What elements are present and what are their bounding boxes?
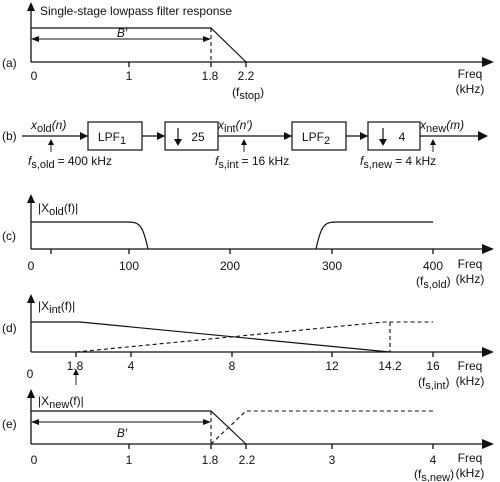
panel-e-x-arrow-icon	[482, 439, 494, 449]
lpf2-block	[291, 121, 347, 151]
panel-c-tick-label-0: 0	[28, 259, 35, 273]
panel-e-tick-label-4: 4	[430, 453, 437, 467]
panel-c-y-arrow-icon	[27, 194, 35, 203]
panel-a-fstop-label: (fstop)	[232, 85, 264, 102]
panel-e-y-arrow-icon	[27, 389, 35, 398]
lpf1-label: LPF1	[98, 130, 126, 147]
panel-c-x-arrow-icon	[482, 244, 494, 254]
panel-a-tick-label-1: 1	[126, 69, 133, 83]
panel-d-spectrum-baseband	[31, 321, 391, 353]
panel-d-tag: (d)	[2, 321, 17, 335]
x-int-label: xint(n′)	[217, 118, 253, 135]
panel-a-bandwidth-arrow-right-icon	[203, 36, 211, 42]
panel-a-tag: (a)	[2, 56, 17, 70]
x-old-label: xold(n)	[30, 118, 66, 135]
panel-e-bandwidth-arrow-left-icon	[31, 419, 39, 425]
decimate-4-block	[367, 121, 421, 151]
panel-a-x-arrow-icon	[482, 57, 494, 67]
arrow-into-lpf2-icon	[284, 132, 292, 140]
panel-e-bandwidth-arrow-right-icon	[203, 419, 211, 425]
panel-d-tick-label-4: 4	[128, 359, 135, 373]
panel-c-tick-label-300: 300	[322, 259, 342, 273]
panel-e-tick-label-3: 3	[329, 453, 336, 467]
panel-c-magnitude-label: |Xold(f)|	[38, 201, 78, 218]
panel-a-y-arrow-icon	[27, 2, 35, 11]
panel-d-tick-label-16: 16	[426, 359, 440, 373]
panel-d-axis-label-freq: Freq	[458, 359, 483, 373]
panel-d-pointer-1-8-icon	[73, 369, 79, 375]
panel-e-spectrum-baseband	[31, 410, 247, 445]
panel-d-x-arrow-icon	[482, 347, 494, 357]
panel-e: (e) |Xnew(f)| B′ 0 1 1.8 2.2 3 4 (fs,new…	[2, 389, 494, 482]
panel-e-axis-label-freq: Freq	[458, 451, 483, 465]
arrow-into-dec2-icon	[360, 132, 368, 140]
panel-d-tick-label-12: 12	[325, 359, 339, 373]
panel-a-axis-label-unit: (kHz)	[456, 82, 485, 96]
fs-old-label: fs,old= 400 kHz	[28, 154, 112, 171]
panel-d-y-arrow-icon	[27, 294, 35, 303]
panel-c: (c) |Xold(f)| 0 100 200 300 400 (fs,old)…	[2, 194, 494, 291]
panel-a-tick-label-1-8: 1.8	[202, 69, 219, 83]
panel-d-spectrum-image	[75, 321, 433, 353]
panel-e-tick-label-1: 1	[126, 453, 133, 467]
fs-int-pointer-icon	[241, 139, 247, 145]
panel-a-title: Single-stage lowpass filter response	[40, 4, 232, 18]
fs-old-pointer-icon	[48, 139, 54, 145]
panel-c-tick-label-100: 100	[119, 259, 139, 273]
panel-d-magnitude-label: |Xint(f)|	[38, 299, 75, 316]
decimate-4-label: 4	[399, 130, 406, 144]
panel-a-bandwidth-label: B′	[117, 26, 128, 40]
panel-c-spectrum-image	[315, 221, 433, 250]
panel-c-axis-label-freq: Freq	[458, 257, 483, 271]
panel-e-tag: (e)	[2, 417, 17, 431]
panel-d-tick-label-0: 0	[27, 367, 34, 381]
panel-d-tick-label-8: 8	[229, 359, 236, 373]
panel-b-tag: (b)	[2, 129, 17, 143]
panel-e-tick-label-1-8: 1.8	[202, 453, 219, 467]
panel-d-tick-label-1-8: 1.8	[67, 359, 84, 373]
panel-e-tick-label-0: 0	[31, 453, 38, 467]
panel-e-axis-label-unit: (kHz)	[456, 466, 485, 480]
fs-new-pointer-icon	[430, 139, 436, 145]
panel-a-axis-label-freq: Freq	[458, 67, 483, 81]
panel-c-tag: (c)	[2, 229, 16, 243]
arrow-output-icon	[478, 131, 488, 141]
lpf1-block	[87, 121, 143, 151]
panel-a: (a) Single-stage lowpass filter response…	[2, 2, 494, 102]
panel-c-tick-label-400: 400	[423, 259, 443, 273]
panel-d-tick-label-14-2: 14.2	[378, 359, 402, 373]
arrow-into-dec1-icon	[157, 132, 165, 140]
panel-d: (d) |Xint(f)| 0 1.8 4 8 12 14.2 16 (fs,i…	[2, 294, 494, 392]
down-arrow-4-icon	[379, 139, 387, 146]
lpf2-label: LPF2	[302, 130, 330, 147]
decimate-25-label: 25	[191, 130, 205, 144]
panel-a-tick-label-0: 0	[31, 69, 38, 83]
panel-e-magnitude-label: |Xnew(f)|	[38, 394, 84, 411]
x-new-label: xnew(m)	[419, 118, 464, 135]
panel-c-axis-label-unit: (kHz)	[456, 272, 485, 286]
down-arrow-25-icon	[174, 139, 182, 146]
panel-c-fs-label: (fs,old)	[416, 274, 451, 291]
panel-d-fs-label: (fs,int)	[418, 375, 450, 392]
fs-int-label: fs,int= 16 kHz	[215, 154, 289, 171]
panel-a-filter-response	[31, 27, 247, 63]
panel-d-axis-label-unit: (kHz)	[456, 374, 485, 388]
panel-a-bandwidth-arrow-left-icon	[31, 36, 39, 42]
arrow-into-lpf1-icon	[80, 132, 88, 140]
panel-e-tick-label-2-2: 2.2	[239, 453, 256, 467]
decimate-25-block	[164, 121, 219, 151]
panel-c-tick-label-200: 200	[220, 259, 240, 273]
panel-e-bandwidth-label: B′	[117, 426, 128, 440]
panel-b-block-diagram: (b) LPF1 25 LPF2 4 xold(n) xint(n′) xnew…	[2, 118, 488, 171]
panel-a-tick-label-2-2: 2.2	[238, 69, 255, 83]
fs-new-label: fs,new= 4 kHz	[360, 154, 436, 171]
panel-c-spectrum-baseband	[31, 221, 149, 250]
panel-e-spectrum-image	[210, 410, 433, 445]
panel-e-fs-label: (fs,new)	[414, 467, 454, 482]
